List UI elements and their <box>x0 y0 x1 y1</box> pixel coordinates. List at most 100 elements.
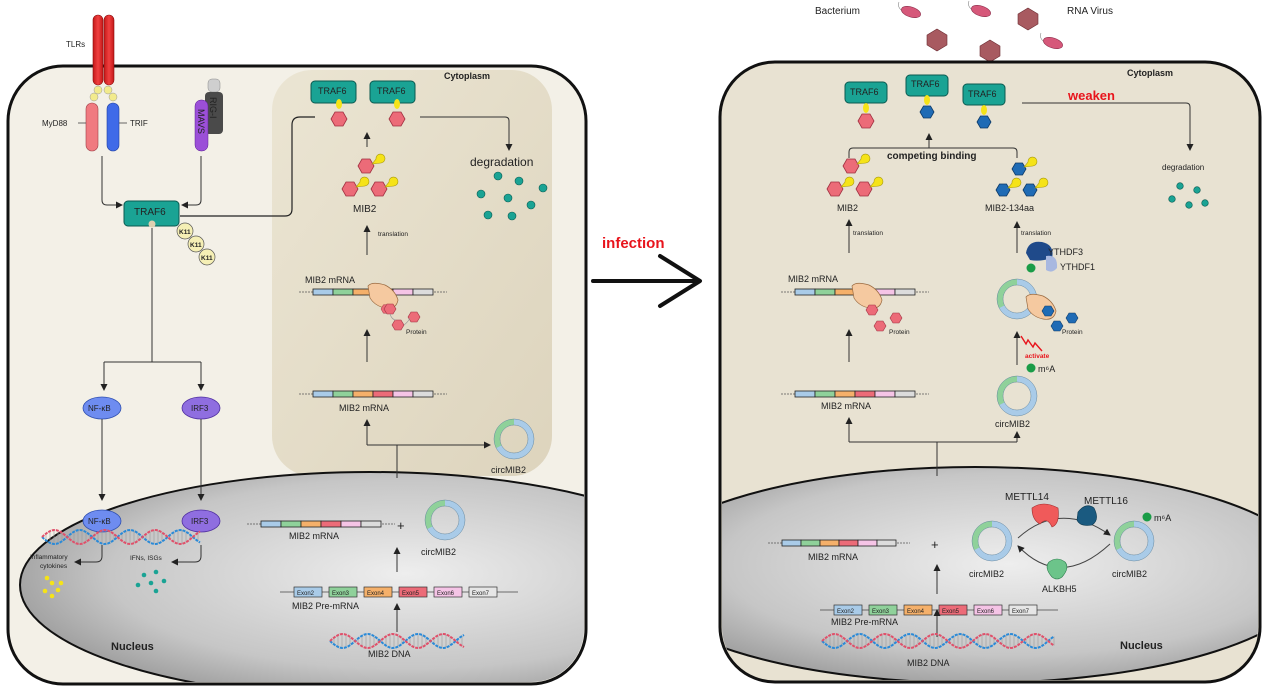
ifns-label: IFNs, ISGs <box>130 555 163 562</box>
left-cytoplasm-region <box>272 70 552 476</box>
right-translation-left: translation <box>853 230 883 237</box>
left-degradation-label: degradation <box>470 155 533 169</box>
infection-label: infection <box>602 235 665 252</box>
svg-text:Exon6: Exon6 <box>437 591 455 597</box>
traf6-right-3-label: TRAF6 <box>968 89 997 99</box>
left-circmib2-nuclear <box>424 499 466 541</box>
left-mib2-label: MIB2 <box>353 204 377 215</box>
left-nucleus <box>19 471 584 682</box>
svg-text:Exon5: Exon5 <box>942 609 960 615</box>
k11-label-1: K11 <box>179 229 191 236</box>
nfkb-nuclear-label: NF-κB <box>88 517 111 526</box>
mettl16-label: METTL16 <box>1084 496 1128 507</box>
alkbh5-label: ALKBH5 <box>1042 584 1077 594</box>
left-mrna-top-label: MIB2 mRNA <box>305 275 355 285</box>
tlrs-label: TLRs <box>66 40 85 49</box>
svg-text:Exon3: Exon3 <box>872 609 890 615</box>
ifn-dots <box>135 569 167 594</box>
left-dna-label: MIB2 DNA <box>368 649 411 659</box>
left-circmib2-cyto <box>493 418 535 460</box>
alkbh5 <box>1046 558 1068 580</box>
m6a-dot-cyto <box>1026 363 1036 373</box>
cytokine-dots <box>42 575 64 599</box>
activate-bolt-icon <box>1020 335 1043 352</box>
right-circ-right-label: circMIB2 <box>1112 569 1147 579</box>
right-mrna-mature <box>781 390 929 398</box>
svg-text:Exon2: Exon2 <box>837 609 855 615</box>
left-circ-cyto-label: circMIB2 <box>491 465 526 475</box>
left-cytoplasm-label: Cytoplasm <box>444 71 490 81</box>
rig-i-label: RIG-I <box>208 97 218 119</box>
infection-arrow <box>591 254 702 308</box>
circmib2-unmodified <box>971 520 1013 562</box>
right-circ-left-label: circMIB2 <box>969 569 1004 579</box>
right-nuclear-mrna-label: MIB2 mRNA <box>808 552 858 562</box>
competing-binding-label: competing binding <box>887 151 976 162</box>
right-dna-label: MIB2 DNA <box>907 658 950 668</box>
left-protein-label: Protein <box>406 329 427 336</box>
trif-adaptor <box>106 102 120 152</box>
bacterium-icon <box>898 1 921 18</box>
right-translation-right: translation <box>1021 230 1051 237</box>
svg-text:Exon7: Exon7 <box>472 591 490 597</box>
trif-label: TRIF <box>130 119 148 128</box>
rig-i-mavs <box>194 78 223 152</box>
circmib2-methylated <box>1113 520 1155 562</box>
left-nuclear-mrna <box>247 520 395 528</box>
myd88-adaptor <box>85 102 99 152</box>
right-premrna-label: MIB2 Pre-mRNA <box>831 617 898 627</box>
mavs-label: MAVS <box>196 109 206 134</box>
irf3-nuclear <box>181 509 221 533</box>
right-protein-left-label: Protein <box>889 329 910 336</box>
bacterium-icon <box>1040 32 1063 49</box>
nfkb-cyto-label: NF-κB <box>88 404 111 413</box>
bacterium-label: Bacterium <box>815 6 860 17</box>
myd88-label: MyD88 <box>42 119 68 128</box>
ribosome <box>367 282 399 309</box>
left-translation-label: translation <box>378 231 408 238</box>
svg-text:Exon4: Exon4 <box>367 591 385 597</box>
left-plus: + <box>397 518 405 533</box>
m6a-dot-ythdf <box>1026 263 1036 273</box>
right-plus: + <box>931 537 939 552</box>
irf3-cyto-label: IRF3 <box>191 404 209 413</box>
right-protein-right-label: Protein <box>1062 329 1083 336</box>
ythdf1-label: YTHDF1 <box>1060 262 1095 272</box>
right-cytoplasm-label: Cytoplasm <box>1127 68 1173 78</box>
ythdf1 <box>1046 255 1058 272</box>
mettl14 <box>1031 503 1059 528</box>
mettl14-label: METTL14 <box>1005 492 1049 503</box>
traf6-bound-1-label: TRAF6 <box>318 86 347 96</box>
right-mib2-label: MIB2 <box>837 203 858 213</box>
weaken-label: weaken <box>1067 88 1115 103</box>
m6a-cyto-label: m⁶A <box>1038 364 1055 374</box>
svg-text:Exon4: Exon4 <box>907 609 925 615</box>
k11-chain <box>176 222 216 266</box>
right-degradation-label: degradation <box>1162 163 1204 172</box>
right-degradation-dots <box>1168 182 1209 209</box>
tlr-receptor <box>85 14 120 152</box>
left-mrna-mid-label: MIB2 mRNA <box>339 403 389 413</box>
left-nuclear-mrna-label: MIB2 mRNA <box>289 531 339 541</box>
left-premrna-label: MIB2 Pre-mRNA <box>292 601 359 611</box>
svg-text:Exon5: Exon5 <box>402 591 420 597</box>
svg-text:Exon3: Exon3 <box>332 591 350 597</box>
m6a-dot-nuclear <box>1142 512 1152 522</box>
svg-text:Exon6: Exon6 <box>977 609 995 615</box>
left-mrna-mature <box>299 390 447 398</box>
left-nuclear-circ-label: circMIB2 <box>421 547 456 557</box>
left-mib2-dna <box>329 632 465 650</box>
right-nuclear-mrna <box>768 539 910 547</box>
ythdf3-label: YTHDF3 <box>1048 247 1083 257</box>
pathogens <box>898 0 1063 63</box>
inflammatory-label-1: Inflammatory <box>30 554 68 561</box>
virus-icon <box>1017 7 1039 31</box>
traf6-bound-2 <box>369 80 416 104</box>
svg-text:Exon7: Exon7 <box>1012 609 1030 615</box>
inflammatory-label-2: cytokines <box>40 563 68 570</box>
k11-label-3: K11 <box>201 255 213 262</box>
traf6-right-1-label: TRAF6 <box>850 87 879 97</box>
ythdf3 <box>1026 241 1053 261</box>
virus-icon <box>926 28 948 52</box>
